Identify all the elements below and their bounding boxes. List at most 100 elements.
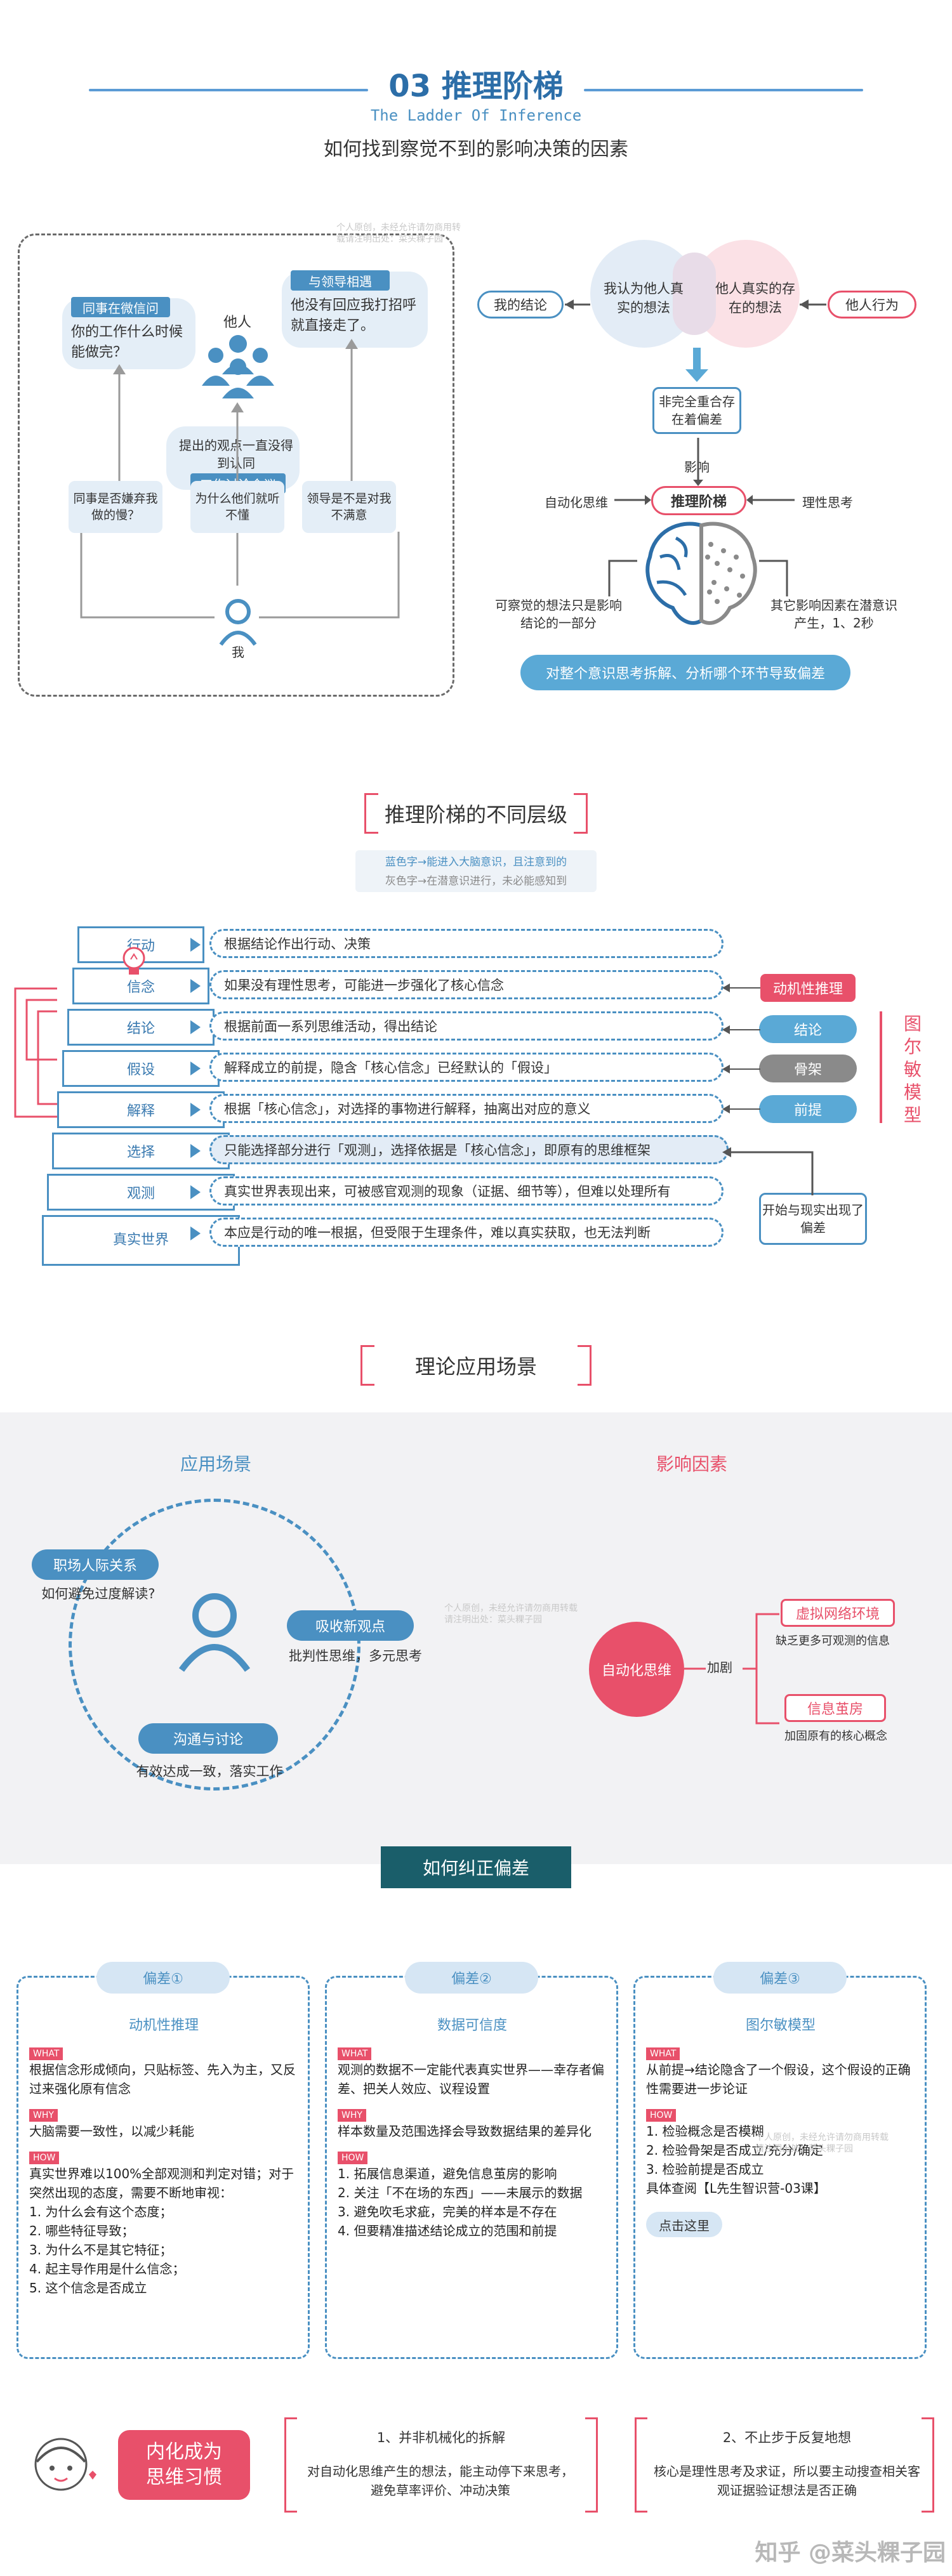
footer-point-2-text: 核心是理性思考及求证，所以要主动搜查相关客观证据验证想法是否正确	[654, 2464, 920, 2498]
legend-note-gray: 灰色字→在潜意识进行，未必能感知到	[385, 875, 567, 888]
page-tagline: 如何找到察觉不到的影响决策的因素	[324, 138, 628, 161]
tag-how: HOW	[646, 2108, 915, 2122]
page-title: 03 推理阶梯	[388, 69, 564, 104]
scenario-section-title: 理论应用场景	[414, 1355, 537, 1379]
bubble-leader-text: 他没有回应我打招呼就直接走了。	[291, 298, 417, 334]
header-rule-left	[89, 89, 368, 91]
bias-card-2-how-item: 1. 拓展信息渠道，避免信息茧房的影响	[338, 2166, 557, 2181]
me-label: 我	[232, 645, 244, 660]
bias-card-3-how-item: 1. 检验概念是否模糊	[646, 2124, 764, 2139]
ladder-row-2: 如果没有理性思考，可能进一步强化了核心信念	[209, 970, 724, 999]
bias-card-2-why: 样本数量及范围选择会导致数据结果的差异化	[338, 2124, 592, 2139]
scenario-communication-title: 沟通与讨论	[138, 1723, 278, 1754]
scenario-workplace-title: 职场人际关系	[32, 1549, 159, 1580]
bias-card-1-how-item: 3. 为什么不是其它特征；	[29, 2242, 173, 2257]
bias-card-1-how-intro: 真实世界难以100%全部观测和判定对错；对于突然出现的态度，需要不断地审视：	[29, 2166, 294, 2200]
person-icon	[178, 1593, 251, 1672]
click-here-button[interactable]: 点击这里	[646, 2212, 722, 2237]
bias-card-1-how-item: 4. 起主导作用是什么信念；	[29, 2261, 185, 2277]
row-arrow-3	[190, 1020, 201, 1034]
ladder-row-4: 解释成立的前提，隐含「核心信念」已经默认的「假设」	[209, 1053, 724, 1082]
tag-what-label: WHAT	[338, 2047, 372, 2060]
brain-left-note: 可察觉的想法只是影响结论的一部分	[495, 598, 622, 631]
toulmin-char: 图	[904, 1013, 922, 1034]
tag-why-label: WHY	[338, 2109, 366, 2122]
bias-card-1-body: 动机性推理 WHAT 根据信念形成倾向，只贴标签、先入为主，又反过来强化原有信念 WH…	[29, 2014, 298, 2297]
venn-right-text: 他人真实的存在的想法	[715, 281, 795, 315]
venn-arrows	[565, 299, 826, 310]
footer-bracket-2l	[635, 2417, 647, 2513]
tag-what-label: WHAT	[29, 2047, 63, 2060]
others-action-pill: 他人行为	[828, 291, 916, 319]
bias-card-1-how-item: 2. 哪些特征导致；	[29, 2223, 135, 2238]
toulmin-char: 尔	[904, 1036, 922, 1057]
tag-how-label: HOW	[29, 2152, 60, 2164]
ladder-center-pill: 推理阶梯	[651, 486, 746, 515]
footer-bracket-1r	[585, 2417, 598, 2513]
lightbulb-icon	[122, 947, 145, 975]
footer-point-2-title: 2、不止步于反复地想	[722, 2430, 852, 2445]
bias-card-3-how-item: 3. 检验前提是否成立	[646, 2162, 764, 2177]
tag-motivated-reasoning: 动机性推理	[760, 974, 856, 1002]
girl-avatar-icon	[34, 2438, 96, 2491]
bias-card-2-how-item: 3. 避免吹毛求疵，完美的样本是不存在	[338, 2204, 557, 2219]
tag-what: WHAT	[646, 2047, 915, 2060]
tag-connectors	[722, 983, 760, 1114]
row-arrow-4	[190, 1061, 201, 1075]
row-arrow-8	[190, 1226, 201, 1240]
watermark-2: 个人原创，未经允许请勿商用转载请注明出处：菜头粿子园	[444, 1603, 578, 1625]
scenario-communication-text: 有效达成一致，落实工作	[136, 1764, 283, 1779]
zhihu-credit: 知乎 @菜头粿子园	[755, 2540, 946, 2566]
tag-premise: 前提	[759, 1095, 857, 1123]
ladder-row-8: 本应是行动的唯一根据，但受限于生理条件，难以真实获取，也无法判断	[209, 1218, 724, 1247]
ladder-row-7: 真实世界表现出来，可被感官观测的现象（证据、细节等），但难以处理所有	[209, 1176, 724, 1206]
question-why: 为什么他们就听不懂	[190, 481, 284, 533]
my-conclusion-pill: 我的结论	[477, 291, 564, 319]
bias-card-3-how-item: 2. 检验骨架是否成立/充分/确定	[646, 2143, 823, 2158]
bias-pointer	[722, 1147, 814, 1195]
tag-what-label: WHAT	[646, 2047, 680, 2060]
toulmin-char: 模	[904, 1082, 922, 1103]
toulmin-char: 型	[904, 1105, 922, 1126]
tag-why-label: WHY	[29, 2109, 58, 2122]
others-label: 他人	[223, 315, 251, 331]
bias-card-1-head: 偏差①	[96, 1962, 230, 1994]
factor-virtual-title: 虚拟网络环境	[781, 1599, 895, 1627]
scenario-cycle	[69, 1499, 360, 1791]
watermark-3: 个人原创，未经允许请勿商用转载请注明出处：菜头粿子园	[755, 2132, 889, 2154]
bias-card-1-how-item: 5. 这个信念是否成立	[29, 2280, 147, 2296]
bias-card-1-title: 动机性推理	[128, 2018, 199, 2034]
me-person-icon	[219, 599, 257, 646]
venn-left-text: 我认为他人真实的想法	[604, 281, 684, 315]
overlap-arrow	[685, 348, 708, 382]
tag-how: HOW	[29, 2151, 298, 2164]
group-people-icon	[202, 335, 274, 398]
bias-card-3-head: 偏差③	[713, 1962, 847, 1994]
bias-card-2-title: 数据可信度	[437, 2018, 507, 2034]
bracket-right-2	[578, 1345, 592, 1386]
aggravate-brace	[684, 1613, 779, 1725]
brain-right-note: 其它影响因素在潜意识产生，1、2秒	[770, 598, 897, 631]
bias-card-1-what: 根据信念形成倾向，只贴标签、先入为主，又反过来强化原有信念	[29, 2062, 296, 2096]
ladder-row-1: 根据结论作出行动、决策	[209, 929, 724, 958]
bubble-meeting-text: 提出的观点一直没得到认同	[179, 438, 293, 471]
influence-label: 影响	[684, 459, 710, 475]
factor-cocoon-title: 信息茧房	[784, 1694, 886, 1722]
factor-virtual-text: 缺乏更多可观测的信息	[776, 1634, 890, 1648]
scenario-left-heading: 应用场景	[180, 1454, 251, 1475]
tag-what: WHAT	[29, 2047, 298, 2060]
scenario-newview-title: 吸收新观点	[287, 1610, 414, 1641]
ladder-row-6: 只能选择部分进行「观测」，选择依据是「核心信念」，即原有的思维框架	[209, 1135, 729, 1164]
bias-card-3-what: 从前提→结论隐含了一个假设，这个假设的正确性需要进一步论证	[646, 2062, 911, 2096]
bracket-left-2	[360, 1345, 374, 1386]
bias-card-2-what: 观测的数据不一定能代表真实世界——幸存者偏差、把关人效应、议程设置	[338, 2062, 604, 2096]
scene-panel	[18, 233, 454, 697]
bias-card-2-how-item: 2. 关注「不在场的东西」——未展示的数据	[338, 2185, 583, 2200]
row-arrow-2	[190, 979, 201, 993]
tag-how: HOW	[338, 2151, 607, 2164]
watermark: 个人原创，未经允许请勿商用转载请注明出处：菜头粿子园	[336, 223, 461, 244]
ladder-section-title: 推理阶梯的不同层级	[384, 803, 567, 827]
ladder-level-2: 信念	[72, 968, 209, 1004]
ladder-level-6: 选择	[52, 1133, 230, 1169]
